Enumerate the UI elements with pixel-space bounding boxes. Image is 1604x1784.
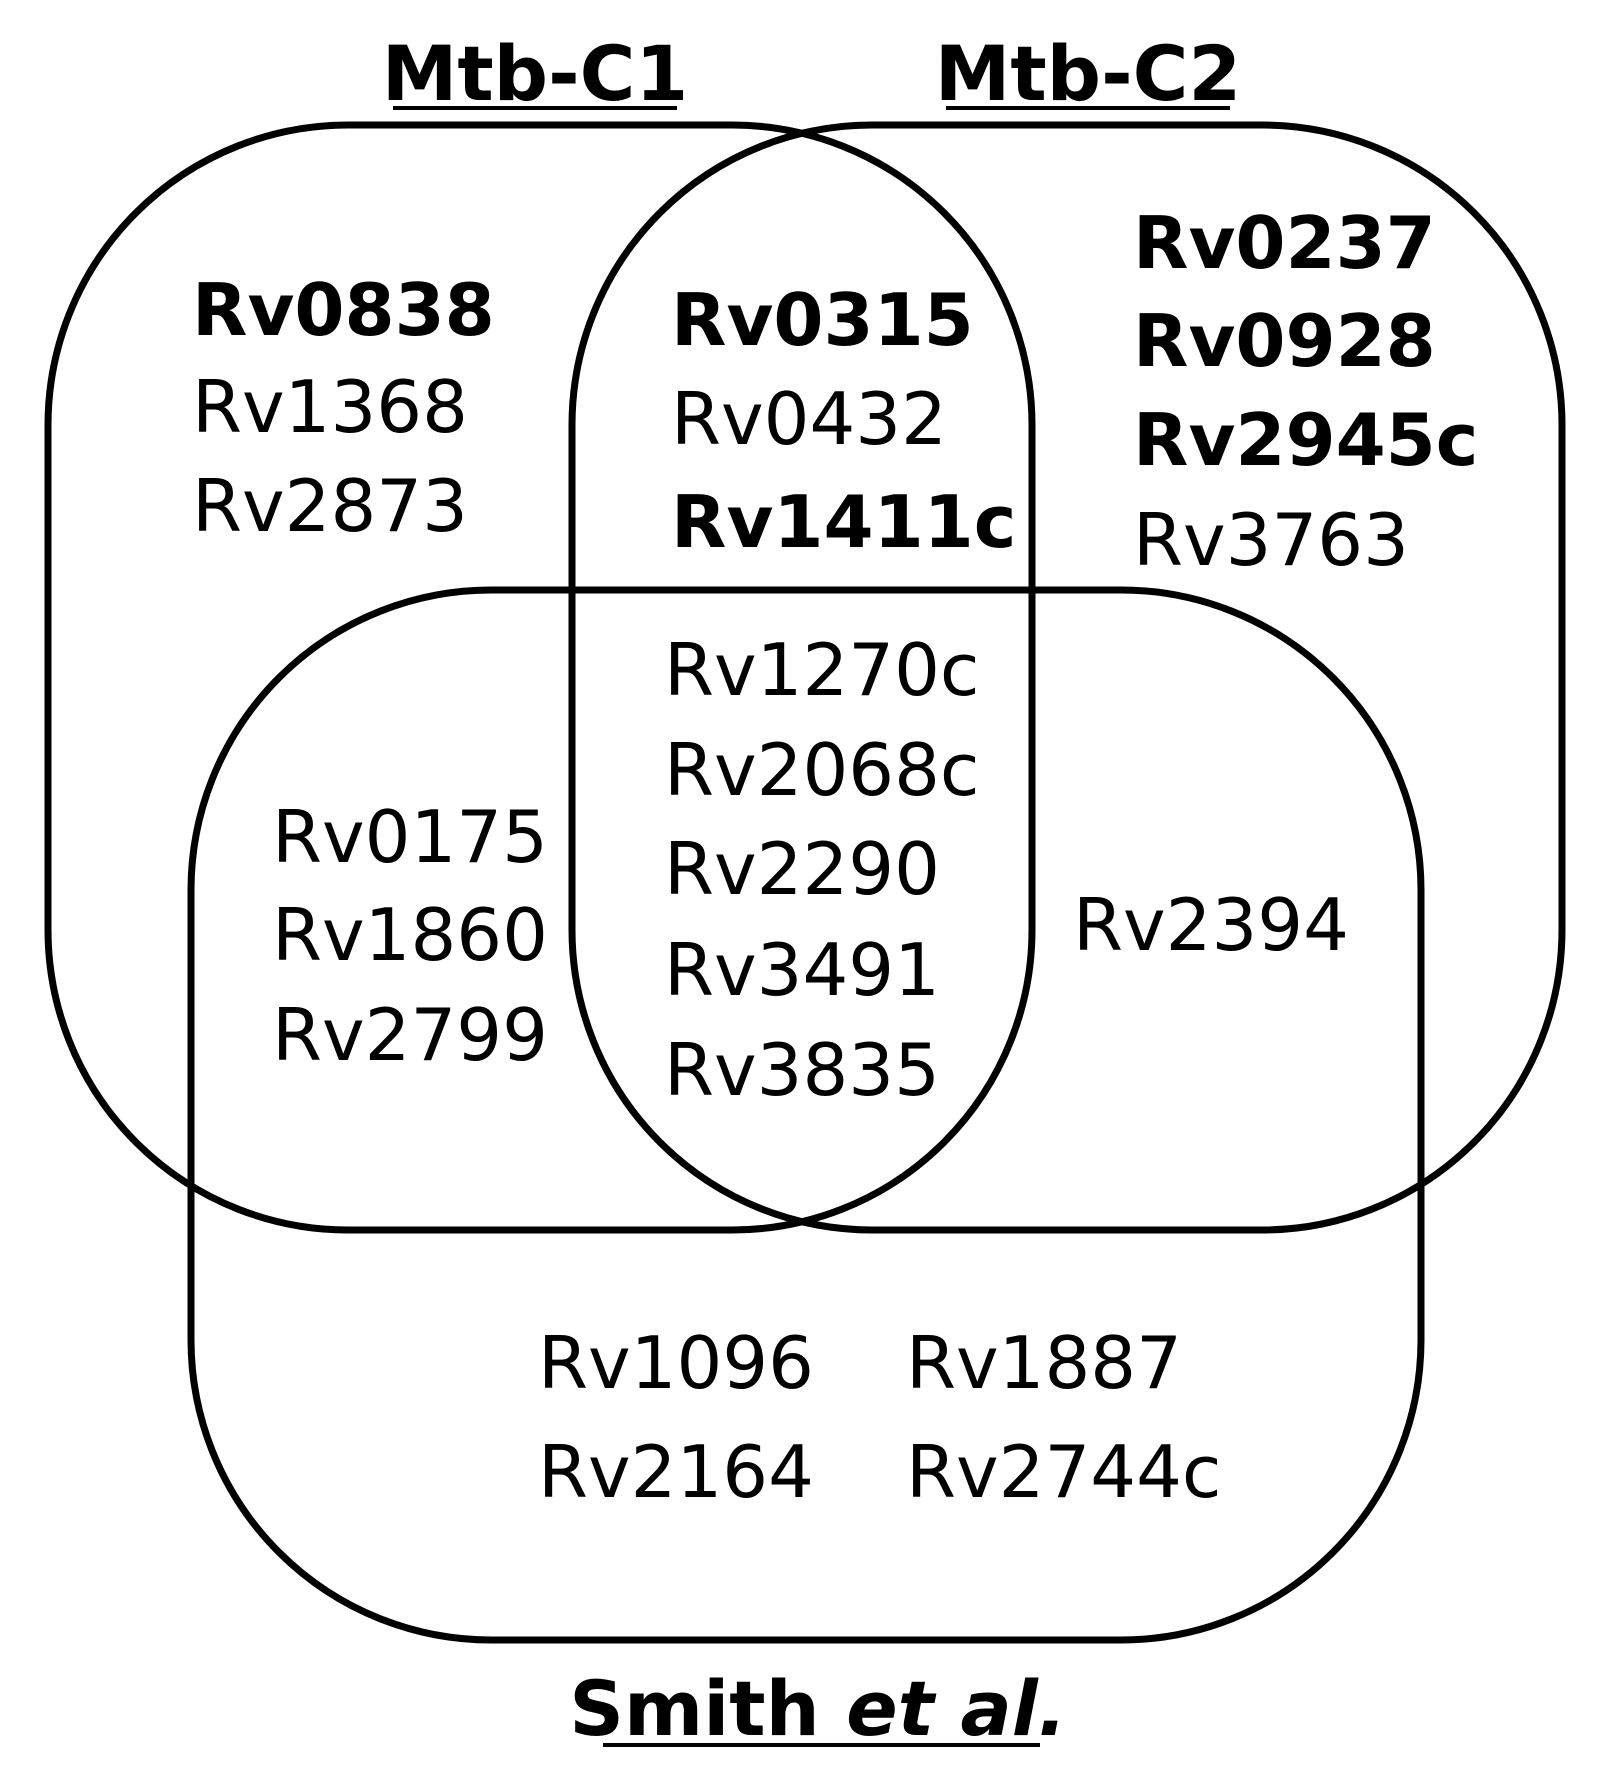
gene-label: Rv0237 <box>1133 201 1436 285</box>
gene-label: Rv0928 <box>1133 299 1436 383</box>
gene-label: Rv2744c <box>906 1430 1221 1514</box>
gene-label: Rv2945c <box>1133 398 1478 482</box>
set-mtb-c2-title: Mtb-C2 <box>935 29 1242 118</box>
gene-label: Rv2164 <box>538 1430 814 1514</box>
region-c2-smith: Rv2394 <box>1073 883 1349 967</box>
gene-label: Rv1096 <box>538 1321 814 1405</box>
gene-label: Rv2799 <box>272 993 548 1077</box>
gene-label: Rv0315 <box>671 278 974 362</box>
gene-label: Rv3491 <box>664 928 940 1012</box>
gene-label: Rv2068c <box>664 728 979 812</box>
region-c1-smith: Rv0175 Rv1860 Rv2799 <box>272 795 548 1077</box>
region-c1-only: Rv0838 Rv1368 Rv2873 <box>192 268 495 548</box>
gene-label: Rv1411c <box>671 480 1016 564</box>
gene-label: Rv2873 <box>192 464 468 548</box>
gene-label: Rv1368 <box>192 365 468 449</box>
set-smith-title: Smith et al. <box>569 1664 1066 1753</box>
set-mtb-c1-title: Mtb-C1 <box>382 29 689 118</box>
gene-label: Rv1887 <box>906 1321 1182 1405</box>
set-mtb-c2-outline <box>568 121 1566 1234</box>
gene-label: Rv0175 <box>272 795 548 879</box>
gene-label: Rv0838 <box>192 268 495 352</box>
region-c1-c2: Rv0315 Rv0432 Rv1411c <box>671 278 1016 564</box>
set-smith-title-main: Smith <box>569 1664 846 1753</box>
gene-label: Rv3763 <box>1133 498 1409 582</box>
gene-label: Rv2290 <box>664 827 940 911</box>
gene-label: Rv3835 <box>664 1028 940 1112</box>
set-mtb-c1-outline <box>44 121 1036 1234</box>
region-c2-only: Rv0237 Rv0928 Rv2945c Rv3763 <box>1133 201 1478 582</box>
set-smith-title-italic: et al. <box>846 1664 1067 1753</box>
gene-label: Rv1860 <box>272 893 548 977</box>
region-smith-only: Rv1096 Rv2164 Rv1887 Rv2744c <box>538 1321 1221 1514</box>
gene-label: Rv1270c <box>664 628 979 712</box>
gene-label: Rv2394 <box>1073 883 1349 967</box>
set-smith-outline <box>187 586 1425 1644</box>
gene-label: Rv0432 <box>671 377 947 461</box>
region-all-three: Rv1270c Rv2068c Rv2290 Rv3491 Rv3835 <box>664 628 979 1112</box>
